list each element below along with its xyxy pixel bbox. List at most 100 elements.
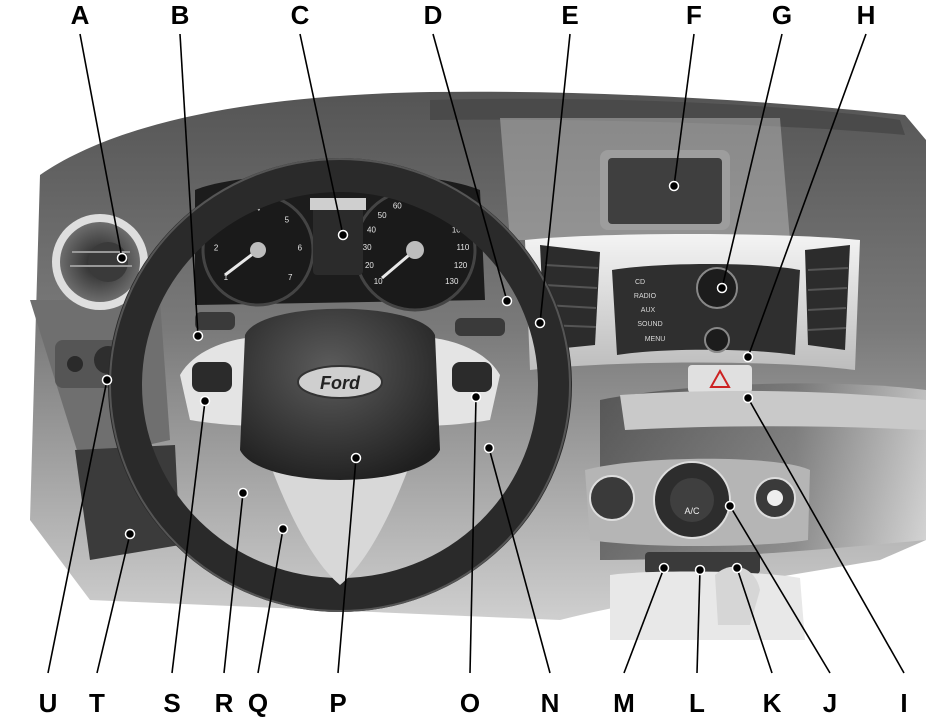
speedometer-tick-130: 130 bbox=[445, 277, 459, 286]
hazard-switch bbox=[688, 365, 752, 393]
callout-b: B bbox=[171, 0, 204, 342]
callout-i-label: I bbox=[900, 688, 907, 717]
audio-label-cd: CD bbox=[635, 279, 645, 286]
callout-g-label: G bbox=[772, 0, 792, 30]
callout-b-leader bbox=[179, 33, 199, 337]
callout-c-leader bbox=[299, 33, 344, 236]
callout-f-label: F bbox=[686, 0, 702, 30]
callout-e-leader bbox=[539, 33, 571, 324]
speedometer-tick-110: 110 bbox=[457, 243, 470, 252]
lighting-stalk bbox=[195, 312, 235, 330]
callout-p-marker bbox=[350, 452, 362, 464]
callout-n-marker bbox=[483, 442, 495, 454]
audio-label-radio: RADIO bbox=[634, 293, 657, 300]
callout-h-leader bbox=[747, 33, 867, 358]
callout-n-label: N bbox=[541, 688, 560, 717]
callout-f-marker bbox=[668, 180, 680, 192]
callout-o-label: O bbox=[460, 688, 480, 717]
callout-u-label: U bbox=[39, 688, 58, 717]
callout-i-leader bbox=[747, 397, 905, 674]
callout-o: O bbox=[460, 391, 482, 718]
tachometer-tick-2: 2 bbox=[214, 244, 219, 253]
callout-h-label: H bbox=[857, 0, 876, 30]
callout-u-marker bbox=[101, 374, 113, 386]
tachometer-tick-5: 5 bbox=[285, 216, 290, 225]
callout-e-marker bbox=[534, 317, 546, 329]
climate-controls: A/C bbox=[585, 458, 810, 640]
callout-t-label: T bbox=[89, 688, 105, 717]
callout-a: A bbox=[71, 0, 128, 264]
left-air-vent bbox=[52, 214, 148, 310]
callout-b-marker bbox=[192, 330, 204, 342]
speedometer-tick-120: 120 bbox=[454, 261, 468, 270]
callout-h-marker bbox=[742, 351, 754, 363]
callout-l-leader bbox=[696, 569, 701, 674]
callout-e: E bbox=[534, 0, 579, 329]
callout-i: I bbox=[742, 392, 908, 718]
callout-l-marker bbox=[694, 564, 706, 576]
callout-r: R bbox=[215, 487, 249, 718]
callout-k-label: K bbox=[763, 688, 782, 717]
callout-n-leader bbox=[488, 447, 551, 674]
callout-r-leader bbox=[223, 492, 244, 674]
climate-ac-label: A/C bbox=[684, 506, 700, 516]
callout-n: N bbox=[483, 442, 560, 718]
callout-t-marker bbox=[124, 528, 136, 540]
callout-s-leader bbox=[171, 400, 206, 674]
speedometer-tick-50: 50 bbox=[378, 211, 387, 220]
callout-c-marker bbox=[337, 229, 349, 241]
callout-k-marker bbox=[731, 562, 743, 574]
speedometer-tick-10: 10 bbox=[374, 277, 383, 286]
callout-r-label: R bbox=[215, 688, 234, 717]
callout-t-leader bbox=[96, 533, 131, 674]
callout-p-label: P bbox=[329, 688, 346, 717]
speedometer-tick-30: 30 bbox=[363, 243, 372, 252]
callout-f: F bbox=[668, 0, 702, 192]
center-stack: CDRADIOAUXSOUNDMENUOK bbox=[525, 150, 926, 430]
callout-d-label: D bbox=[424, 0, 443, 30]
callout-a-label: A bbox=[71, 0, 90, 30]
audio-label-menu: MENU bbox=[645, 336, 666, 343]
callout-q-leader bbox=[257, 528, 284, 674]
callout-j-leader bbox=[729, 505, 831, 674]
callout-r-marker bbox=[237, 487, 249, 499]
callout-m-marker bbox=[658, 562, 670, 574]
callout-o-leader bbox=[469, 396, 477, 674]
callout-d-marker bbox=[501, 295, 513, 307]
callout-k: K bbox=[731, 562, 782, 718]
callout-j: J bbox=[724, 500, 837, 718]
callout-p: P bbox=[329, 452, 362, 718]
callout-i-marker bbox=[742, 392, 754, 404]
callout-u: U bbox=[39, 374, 113, 718]
callout-s: S bbox=[163, 395, 211, 718]
audio-label-aux: AUX bbox=[641, 307, 656, 314]
callout-q: Q bbox=[248, 523, 289, 718]
callout-u-leader bbox=[47, 379, 108, 674]
callout-p-leader bbox=[337, 457, 357, 674]
callout-l-label: L bbox=[689, 688, 705, 717]
callout-d-leader bbox=[432, 33, 508, 302]
callout-f-leader bbox=[673, 33, 695, 187]
callout-q-label: Q bbox=[248, 688, 268, 717]
tachometer-tick-7: 7 bbox=[288, 273, 293, 282]
callout-h: H bbox=[742, 0, 876, 363]
callout-s-marker bbox=[199, 395, 211, 407]
callout-m-leader bbox=[623, 567, 665, 674]
left-wheel-controls bbox=[192, 362, 232, 392]
right-vent bbox=[805, 245, 850, 350]
callout-g-marker bbox=[716, 282, 728, 294]
callout-t: T bbox=[89, 528, 136, 718]
callout-g-leader bbox=[721, 33, 783, 289]
audio-unit bbox=[612, 264, 800, 355]
callout-k-leader bbox=[736, 567, 773, 674]
callout-m: M bbox=[613, 562, 670, 718]
callout-s-label: S bbox=[163, 688, 180, 717]
callout-a-marker bbox=[116, 252, 128, 264]
callout-g: G bbox=[716, 0, 792, 294]
callout-j-marker bbox=[724, 500, 736, 512]
right-wheel-controls bbox=[452, 362, 492, 392]
speedometer-tick-40: 40 bbox=[367, 226, 376, 235]
